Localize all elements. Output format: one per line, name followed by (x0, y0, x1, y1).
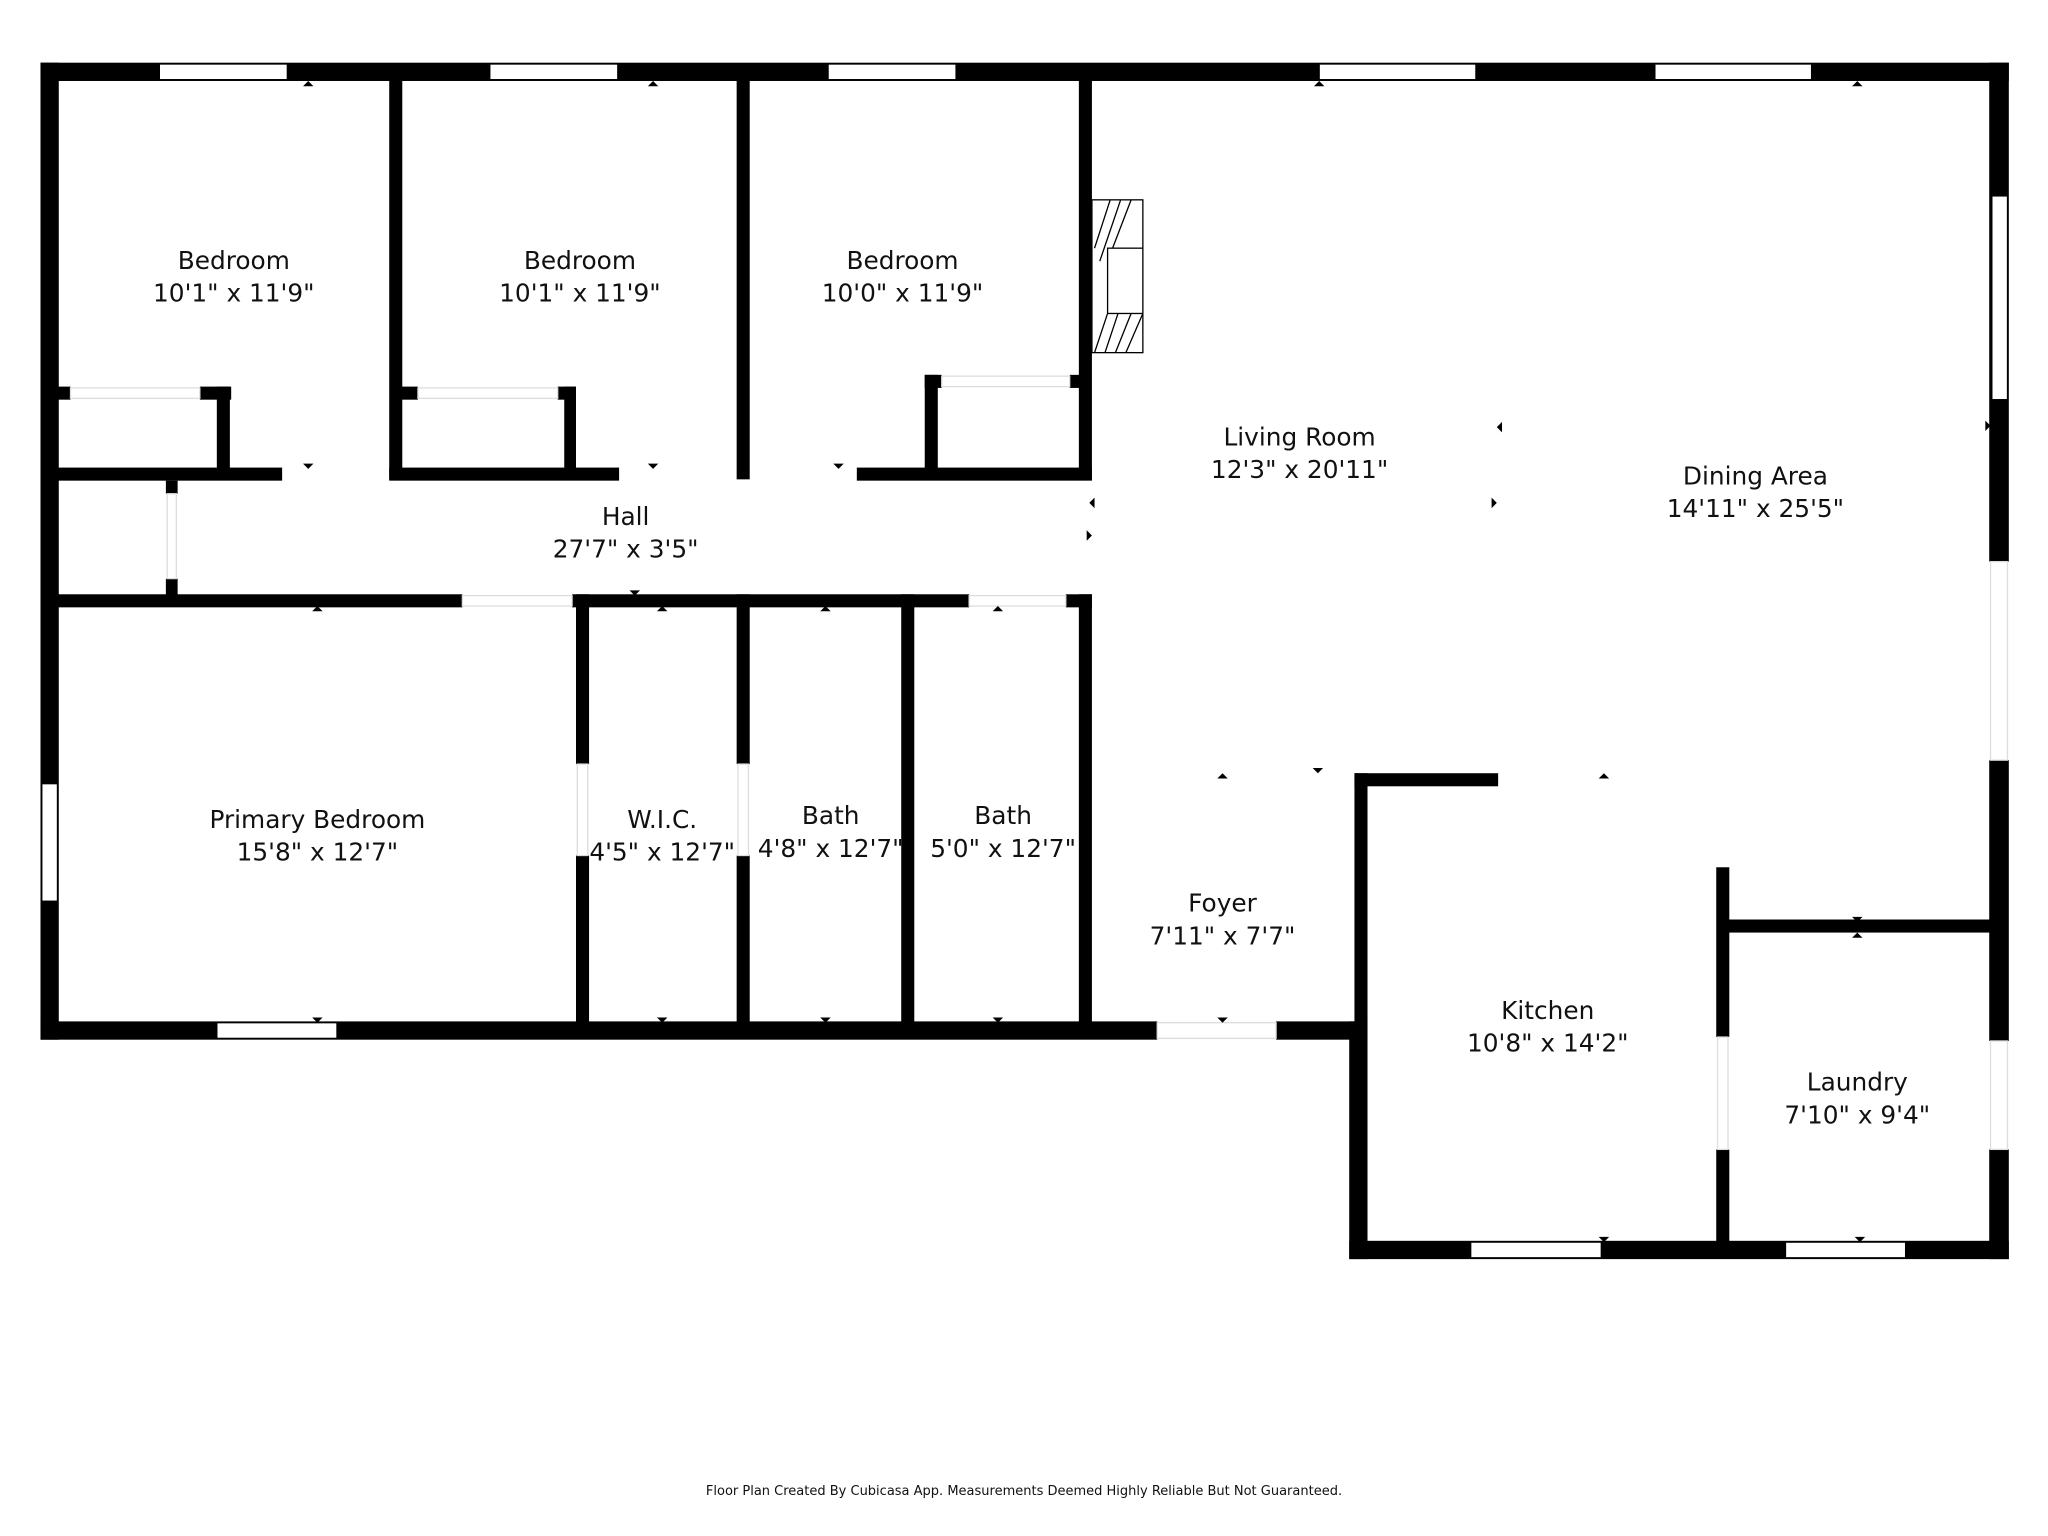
disclaimer-footer: Floor Plan Created By Cubicasa App. Meas… (705, 1484, 1343, 1499)
room-dims-bath-1: 4'8" x 12'7" (758, 834, 904, 863)
room-name-bedroom-2: Bedroom (524, 246, 636, 275)
room-dims-bedroom-2: 10'1" x 11'9" (499, 279, 661, 308)
windows (41, 63, 2009, 1259)
room-dims-kitchen: 10'8" x 14'2" (1467, 1028, 1629, 1057)
room-name-bath-1: Bath (802, 801, 860, 830)
room-dims-bath-2: 5'0" x 12'7" (930, 834, 1076, 863)
room-dims-bedroom-3: 10'0" x 11'9" (822, 279, 984, 308)
room-dims-laundry: 7'10" x 9'4" (1784, 1100, 1930, 1129)
room-name-bedroom-3: Bedroom (846, 246, 958, 275)
room-dims-hall: 27'7" x 3'5" (553, 535, 699, 564)
fireplace-icon (1091, 199, 1144, 354)
room-dims-living-room: 12'3" x 20'11" (1211, 455, 1388, 484)
room-dims-wic: 4'5" x 12'7" (589, 838, 735, 867)
room-dims-dining-area: 14'11" x 25'5" (1667, 494, 1844, 523)
room-labels: Bedroom 10'1" x 11'9" Bedroom 10'1" x 11… (153, 246, 1930, 1129)
room-name-foyer: Foyer (1188, 889, 1257, 918)
measurement-markers (303, 80, 1991, 1243)
room-name-bedroom-1: Bedroom (178, 246, 290, 275)
room-dims-bedroom-1: 10'1" x 11'9" (153, 279, 315, 308)
interior-walls (49, 71, 1996, 1254)
room-name-wic: W.I.C. (627, 805, 697, 834)
room-name-primary-bedroom: Primary Bedroom (209, 805, 425, 834)
room-name-kitchen: Kitchen (1501, 996, 1594, 1025)
room-name-hall: Hall (602, 502, 650, 531)
room-name-dining-area: Dining Area (1683, 462, 1828, 491)
room-dims-foyer: 7'11" x 7'7" (1150, 921, 1296, 950)
door-openings (69, 375, 2009, 1151)
room-name-living-room: Living Room (1223, 422, 1375, 451)
room-dims-primary-bedroom: 15'8" x 12'7" (237, 838, 399, 867)
room-name-bath-2: Bath (974, 801, 1032, 830)
room-name-laundry: Laundry (1807, 1068, 1908, 1097)
exterior-walls (40, 62, 2009, 1260)
